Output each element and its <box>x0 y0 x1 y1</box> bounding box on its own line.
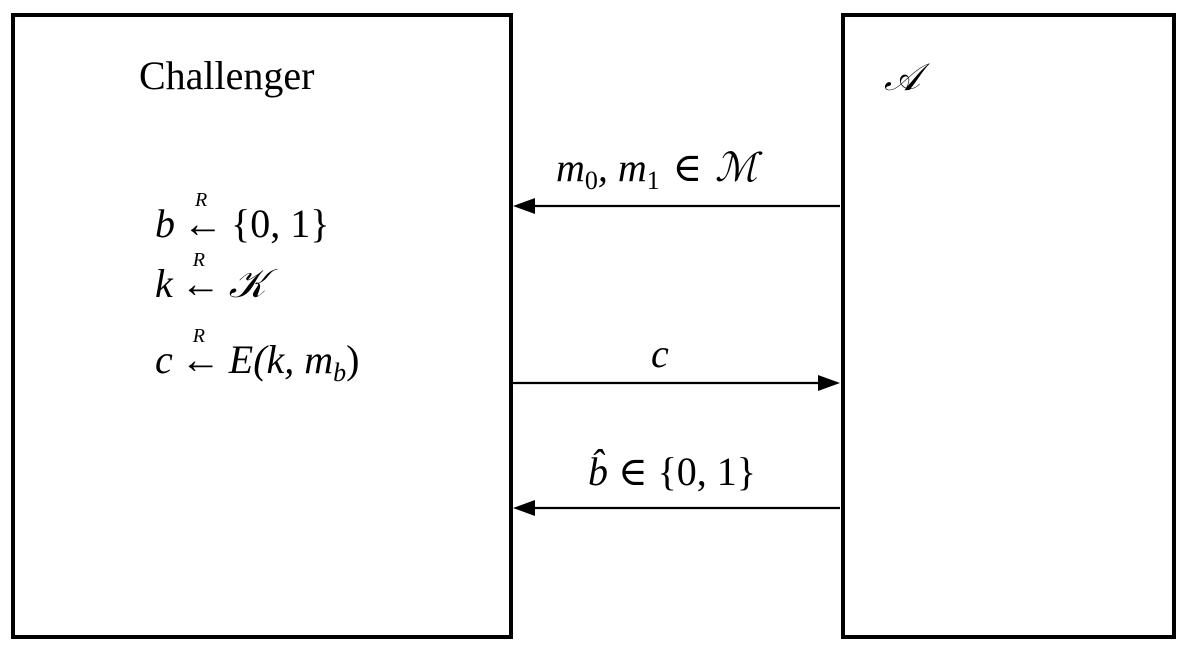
arrow-m0-m1-to-challenger <box>513 198 840 214</box>
message-label-guess: b̂ ∈ {0, 1} <box>588 449 757 494</box>
adversary-box <box>841 13 1176 639</box>
challenger-box <box>11 13 513 639</box>
adversary-title: 𝒜 <box>884 55 920 99</box>
message-label-m0-m1: m0, m1 ∈ ℳ <box>556 145 758 195</box>
message-label-c: c <box>651 331 669 376</box>
arrow-guess-to-challenger <box>513 500 840 516</box>
arrow-c-to-adversary <box>513 375 840 391</box>
challenger-title: Challenger <box>139 53 315 98</box>
